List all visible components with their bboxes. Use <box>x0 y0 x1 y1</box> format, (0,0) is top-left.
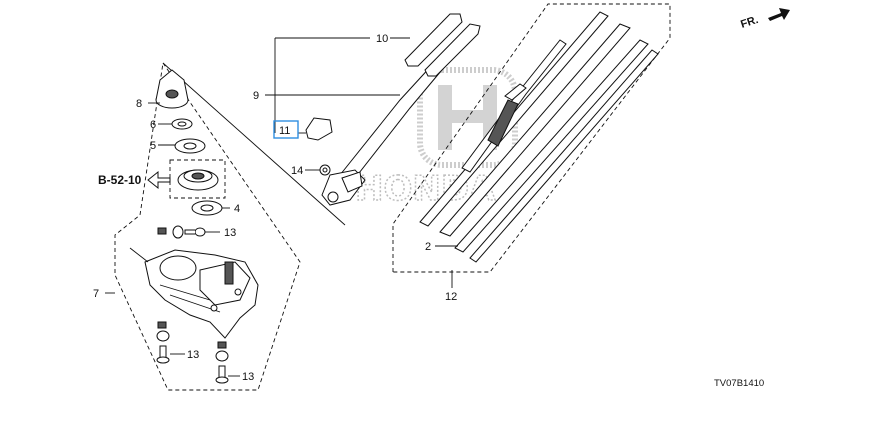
shaft-guide-line <box>162 62 346 226</box>
direction-arrow-icon <box>768 8 790 21</box>
nut-6 <box>171 118 193 130</box>
callout-9[interactable]: 9 <box>253 90 259 102</box>
reference-arrow-icon <box>147 170 171 190</box>
wiper-blade <box>461 39 567 173</box>
front-direction-indicator: FR. <box>739 8 790 31</box>
bolt-13-top <box>184 227 206 237</box>
wiper-motor <box>129 247 259 339</box>
arm-cap <box>305 117 333 141</box>
callout-7[interactable]: 7 <box>93 288 99 300</box>
washer-4 <box>191 200 223 216</box>
bushing <box>177 169 219 191</box>
callout-13-left[interactable]: 13 <box>187 349 199 361</box>
callout-4[interactable]: 4 <box>234 203 240 215</box>
callout-12[interactable]: 12 <box>445 291 457 303</box>
reference-label[interactable]: B-52-10 <box>98 173 142 187</box>
bolt-13-left <box>156 345 170 364</box>
motor-section-frame <box>114 61 301 391</box>
wiper-blade-rubber <box>419 11 659 263</box>
callout-5[interactable]: 5 <box>150 140 156 152</box>
grommet-bottom-right <box>215 341 229 362</box>
svg-text:FR.: FR. <box>739 14 760 31</box>
diagram-code: TV07B1410 <box>714 378 764 389</box>
callout-11-highlight <box>273 120 299 139</box>
callout-13-top[interactable]: 13 <box>224 227 236 239</box>
pivot-cap-8 <box>155 69 189 109</box>
washer-5 <box>174 138 206 154</box>
callout-10[interactable]: 10 <box>376 33 388 45</box>
arm-cover <box>404 13 481 77</box>
grommet-bottom-left <box>156 321 170 342</box>
callout-14[interactable]: 14 <box>291 165 303 177</box>
callout-2[interactable]: 2 <box>425 241 431 253</box>
grommet-top <box>157 225 184 239</box>
callout-6[interactable]: 6 <box>150 119 156 131</box>
bolt-13-right <box>215 365 229 384</box>
callout-8[interactable]: 8 <box>136 98 142 110</box>
callout-13-right[interactable]: 13 <box>242 371 254 383</box>
callout-11[interactable]: 11 <box>279 125 290 137</box>
leader-lines <box>105 37 458 377</box>
bushing-frame <box>169 159 226 199</box>
nut-14 <box>319 164 331 176</box>
